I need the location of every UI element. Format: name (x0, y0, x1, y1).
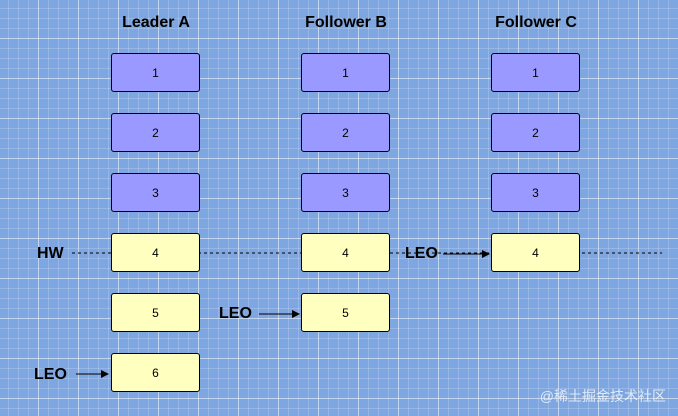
leader-a-log-entry-4: 4 (111, 233, 200, 272)
follower-b-log-entry-3: 3 (301, 173, 390, 212)
follower-c-log-entry-1: 1 (491, 53, 580, 92)
column-title-follower-c: Follower C (495, 14, 577, 31)
follower-c-log-entry-3: 3 (491, 173, 580, 212)
follower-b-log-entry-4: 4 (301, 233, 390, 272)
column-title-leader-a: Leader A (122, 14, 190, 31)
leo-label-follower-b: LEO (219, 305, 252, 322)
leader-a-log-entry-1: 1 (111, 53, 200, 92)
follower-c-log-entry-2: 2 (491, 113, 580, 152)
leo-label-leader-a: LEO (34, 366, 67, 383)
follower-b-log-entry-5: 5 (301, 293, 390, 332)
leader-a-log-entry-5: 5 (111, 293, 200, 332)
leo-label-follower-c: LEO (405, 245, 438, 262)
follower-b-log-entry-2: 2 (301, 113, 390, 152)
watermark-text: @稀土掘金技术社区 (539, 388, 666, 404)
leader-a-log-entry-3: 3 (111, 173, 200, 212)
leader-a-log-entry-6: 6 (111, 353, 200, 392)
follower-c-log-entry-4: 4 (491, 233, 580, 272)
column-title-follower-b: Follower B (305, 14, 387, 31)
follower-b-log-entry-1: 1 (301, 53, 390, 92)
leader-a-log-entry-2: 2 (111, 113, 200, 152)
hw-label: HW (37, 245, 64, 262)
